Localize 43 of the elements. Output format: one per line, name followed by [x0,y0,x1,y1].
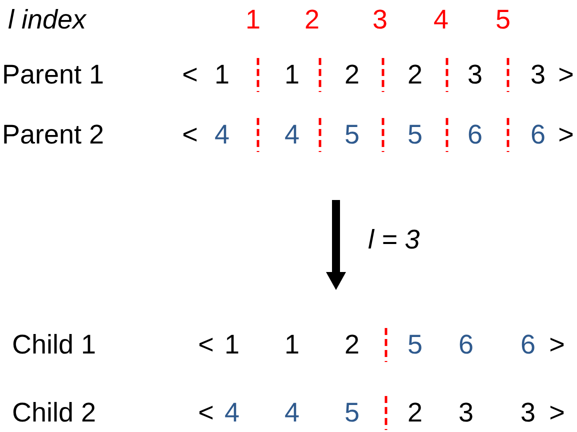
bracket: < [182,122,198,148]
gene-value: 3 [458,400,474,426]
gene-value: 1 [214,62,230,88]
index-number: 2 [304,6,320,34]
axis-label: l index [8,6,86,34]
row-label: Parent 1 [2,62,104,88]
gene-value: 2 [344,332,360,358]
bracket: > [549,400,565,426]
gene-value: 3 [530,62,546,88]
bracket: > [558,122,574,148]
index-number: 3 [372,6,388,34]
bracket: < [198,332,214,358]
bracket: < [182,62,198,88]
gene-value: 2 [344,62,360,88]
bracket: > [558,62,574,88]
gene-value: 4 [214,122,230,148]
gene-value: 1 [284,332,300,358]
gene-value: 5 [344,122,360,148]
gene-value: 2 [407,400,423,426]
gene-value: 2 [407,62,423,88]
gene-value: 6 [520,332,536,358]
row-label: Child 2 [12,400,96,426]
gene-value: 5 [344,400,360,426]
arrow-label: l = 3 [368,226,420,254]
index-number: 1 [245,6,261,34]
gene-value: 1 [284,62,300,88]
bracket: > [549,332,565,358]
gene-value: 1 [224,332,240,358]
gene-value: 5 [407,122,423,148]
gene-value: 3 [520,400,536,426]
index-number: 4 [433,6,449,34]
gene-value: 4 [284,122,300,148]
row-label: Child 1 [12,332,96,358]
gene-value: 6 [530,122,546,148]
gene-value: 6 [467,122,483,148]
gene-value: 6 [458,332,474,358]
index-number: 5 [495,6,511,34]
bracket: < [198,400,214,426]
gene-value: 4 [224,400,240,426]
gene-value: 5 [407,332,423,358]
gene-value: 3 [467,62,483,88]
row-label: Parent 2 [2,122,104,148]
gene-value: 4 [284,400,300,426]
